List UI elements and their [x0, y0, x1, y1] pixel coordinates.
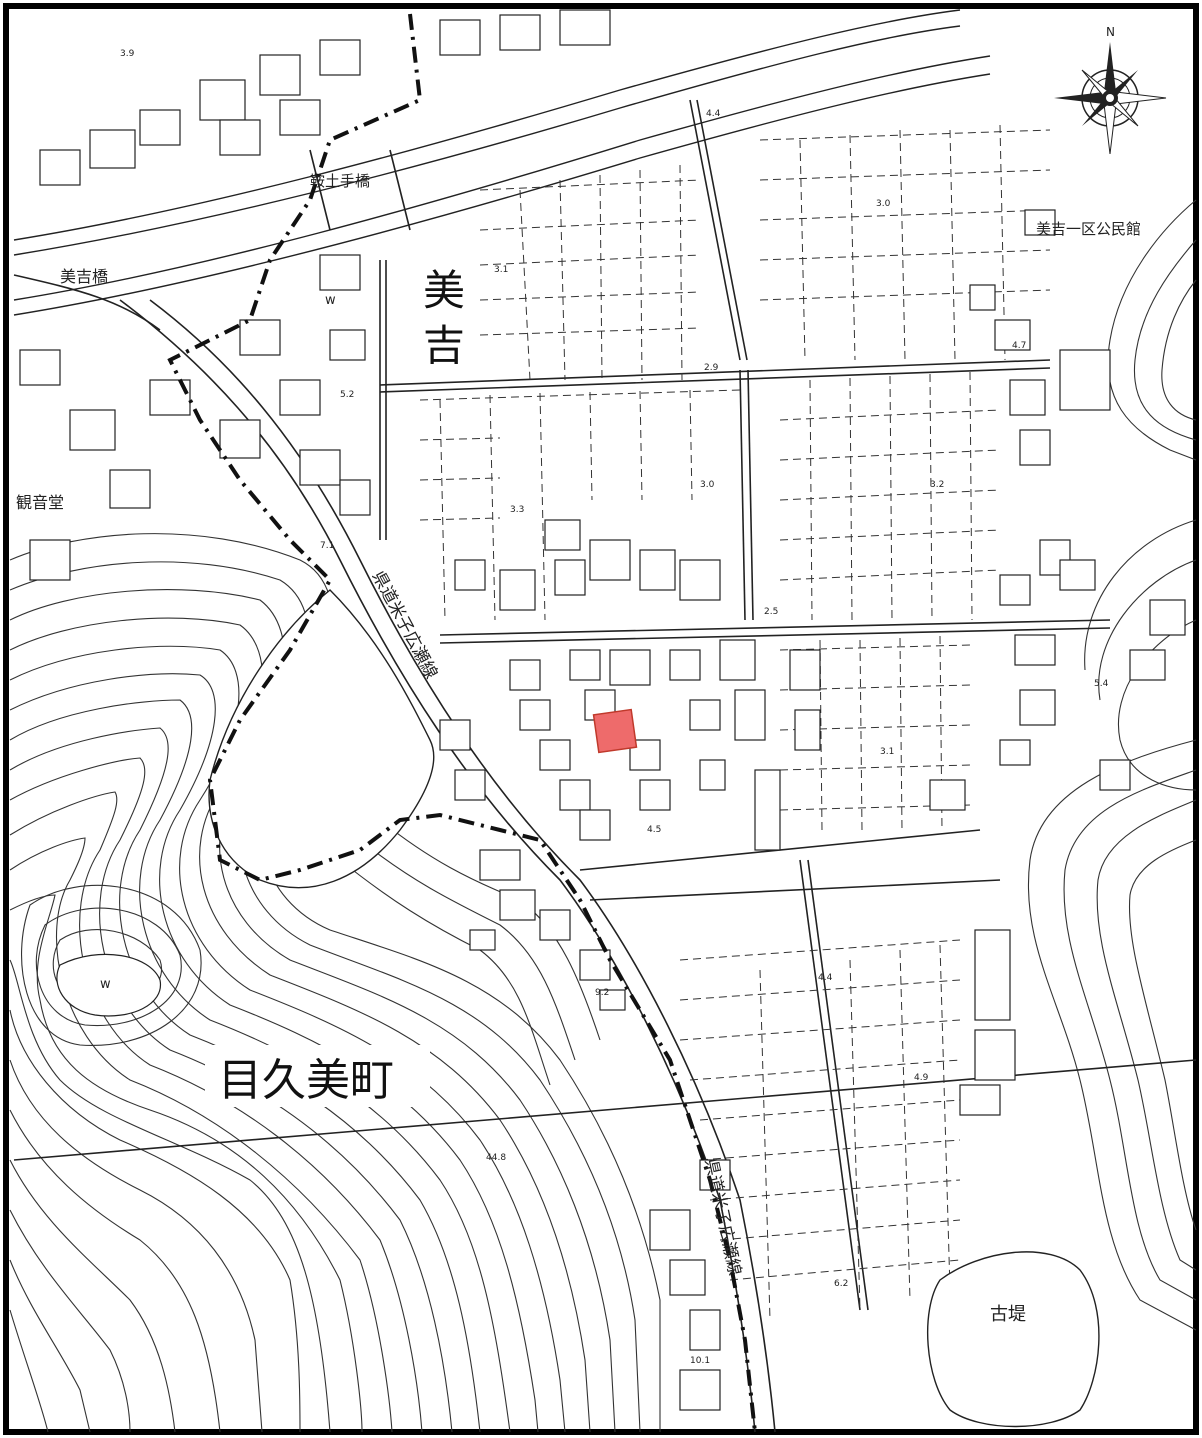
compass-north-label: N	[1106, 25, 1115, 39]
label-dote-bridge: 鞍土手橋	[310, 172, 370, 190]
label-water-2: w	[100, 977, 111, 992]
label-furutsutsumi: 古堤	[990, 1304, 1026, 1325]
district-label-mekumi: 目久美町	[218, 1055, 394, 1106]
subject-parcel-highlight	[592, 708, 638, 754]
label-miyoshi-bridge: 美吉橋	[60, 267, 108, 286]
label-community-hall: 美吉一区公民館	[1036, 220, 1141, 238]
district-label-miyoshi-2: 吉	[423, 321, 465, 370]
elev-label: 3.1	[880, 747, 894, 757]
elev-label: 6.2	[834, 1279, 848, 1289]
elev-label: 4.5	[647, 825, 661, 835]
elev-label: 44.8	[486, 1153, 506, 1163]
elev-label: 5.2	[340, 390, 354, 400]
elevation-labels: 3.9 4.4 3.0 4.7 3.1 2.9 5.2 3.3 3.0 3.2 …	[120, 49, 1109, 1366]
elev-label: 3.1	[494, 265, 508, 275]
compass-rose-icon: N	[1054, 25, 1167, 155]
elev-label: 3.3	[510, 505, 524, 515]
pond-upper	[208, 589, 435, 889]
buildings	[19, 9, 1186, 1411]
mekumi-label-bg	[205, 1045, 430, 1107]
contour-lines-west-hill	[9, 533, 661, 1433]
elev-label: 9.2	[595, 988, 609, 998]
river-channel	[13, 9, 991, 316]
elev-label: 4.4	[706, 109, 721, 119]
elev-label: 4.9	[914, 1073, 929, 1083]
parcel-lines	[419, 124, 1051, 1321]
elev-label: 3.2	[930, 480, 944, 490]
elev-label: 3.0	[876, 199, 891, 209]
elev-label: 4.4	[818, 973, 833, 983]
elev-label: 2.5	[764, 607, 778, 617]
district-label-bg	[418, 258, 470, 376]
elev-label: 10.1	[690, 1356, 710, 1366]
elev-label: 4.7	[1012, 341, 1026, 351]
furutsutsumi-pond	[927, 1251, 1100, 1428]
label-water-1: w	[325, 293, 336, 308]
elev-label: 3.0	[700, 480, 715, 490]
pond-lower	[56, 953, 161, 1017]
contour-lines-east-hill	[1027, 199, 1197, 1331]
town-boundary-line	[167, 13, 757, 1433]
elev-label: 5.4	[1094, 679, 1109, 689]
elev-label: 7.1	[320, 541, 334, 551]
elev-label: 2.9	[704, 363, 719, 373]
label-kannon-hall: 観音堂	[16, 493, 64, 512]
district-label-miyoshi-1: 美	[423, 266, 465, 315]
elev-label: 3.9	[120, 49, 135, 59]
